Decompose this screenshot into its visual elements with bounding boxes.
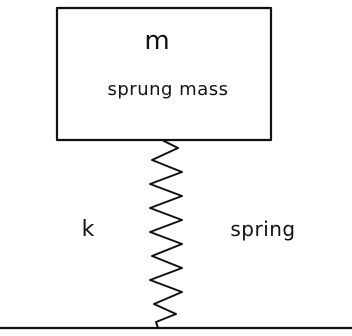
spring-constant-symbol: k — [82, 217, 95, 242]
spring-coil — [149, 139, 183, 329]
spring-label: spring — [230, 217, 295, 241]
mass-symbol: m — [144, 26, 169, 56]
sprung-mass-label: sprung mass — [108, 79, 229, 100]
